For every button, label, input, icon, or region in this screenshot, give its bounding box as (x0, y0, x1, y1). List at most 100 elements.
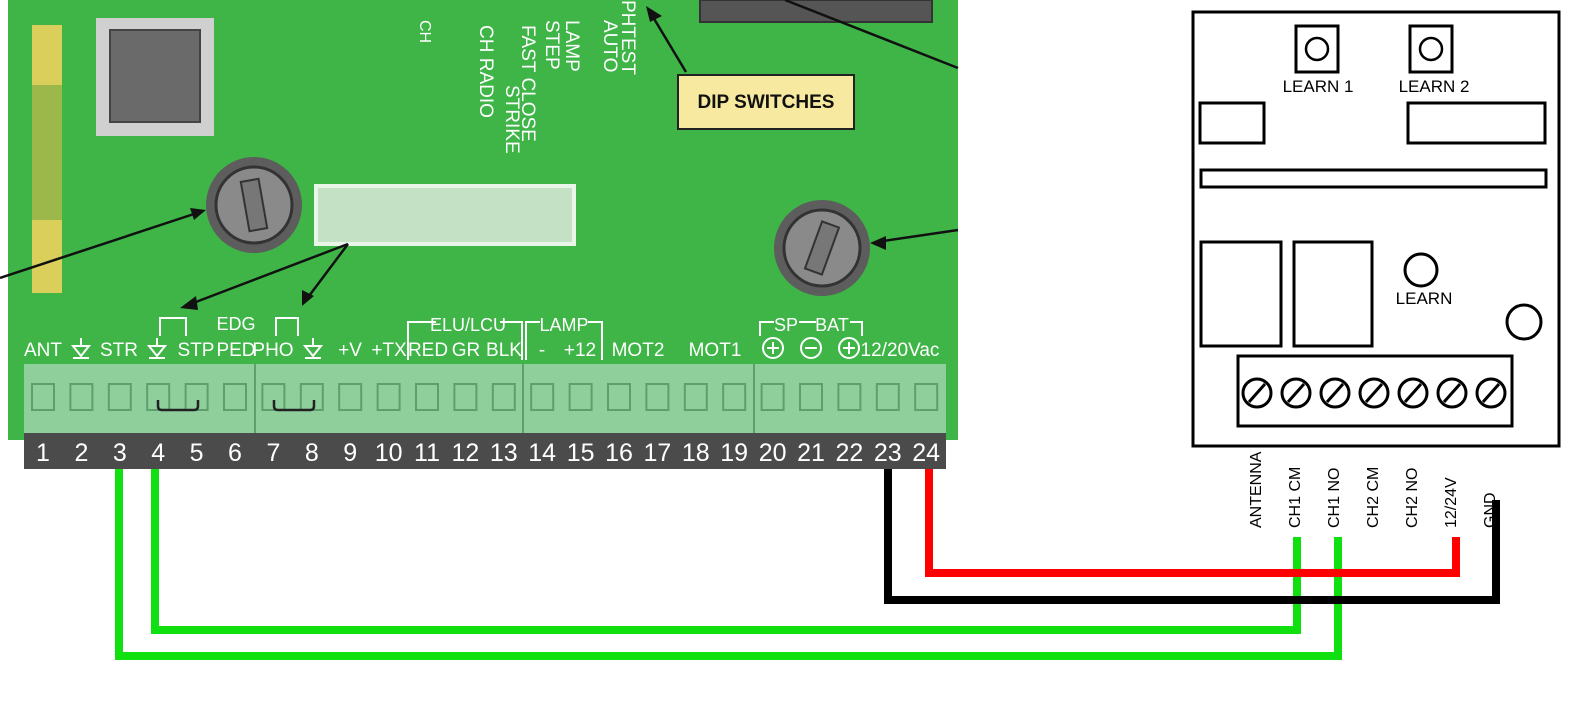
board-ch-label: CH (416, 20, 433, 43)
learn-button[interactable] (1403, 252, 1439, 288)
terminal-label: PED (216, 340, 255, 361)
terminal-screws (31, 383, 939, 411)
receiver-terminal-label: CH1 NO (1326, 468, 1343, 528)
receiver-terminal-label: ANTENNA (1248, 451, 1265, 528)
terminal-number: 8 (305, 439, 319, 467)
potentiometer-right (774, 200, 870, 296)
microcontroller-chip (96, 18, 214, 136)
terminal-screw (184, 383, 209, 411)
learn1-label: LEARN 1 (1283, 77, 1354, 96)
terminal-screw (299, 383, 324, 411)
terminal-screw (799, 383, 823, 411)
dip-label: PHTEST (617, 0, 638, 75)
dip-label: STRIKE (501, 85, 522, 154)
terminal-label: 12/20Vac (861, 340, 940, 361)
terminal-screw (722, 383, 747, 411)
learn2-label: LEARN 2 (1399, 77, 1470, 96)
dip-switches-callout-text: DIP SWITCHES (698, 92, 835, 113)
terminal-number: 13 (490, 439, 518, 467)
ground-icon (146, 338, 168, 359)
receiver-screw (1280, 377, 1312, 409)
terminal-number: 1 (36, 439, 50, 467)
terminal-label: RED (408, 340, 448, 361)
terminal-number: 20 (759, 439, 787, 467)
terminal-number: 9 (343, 439, 357, 467)
bat-label: BAT (815, 315, 849, 335)
potentiometer-left (206, 157, 302, 253)
terminal-number: 12 (451, 439, 479, 467)
ground-icon (302, 338, 324, 359)
wire-23-to-gnd (884, 469, 1500, 604)
receiver-module-strip (1199, 168, 1548, 189)
receiver-terminal-label: CH2 NO (1404, 468, 1421, 528)
terminal-screw (415, 383, 439, 411)
dip-label: STEP (541, 20, 562, 70)
receiver-screw (1436, 377, 1468, 409)
receiver-terminal-label: 12/24V (1443, 477, 1460, 528)
terminal-screw (875, 383, 900, 411)
terminal-number: 14 (528, 439, 556, 467)
terminal-number: 23 (874, 439, 902, 467)
minus-circle-icon (800, 337, 822, 359)
terminal-label: MOT1 (689, 340, 742, 361)
edg-label: EDG (216, 314, 255, 334)
terminal-screw (568, 383, 593, 411)
terminal-label: STR (100, 340, 138, 361)
terminal-screw (914, 383, 939, 411)
terminal-number: 19 (720, 439, 748, 467)
terminal-number: 10 (375, 439, 403, 467)
learn2-button[interactable] (1408, 24, 1454, 74)
terminal-number: 11 (414, 439, 440, 467)
receiver-terminal-label: CH2 CM (1365, 467, 1382, 528)
terminal-number: 4 (151, 439, 165, 467)
receiver-screw (1475, 377, 1507, 409)
terminal-label: +TX (371, 340, 407, 361)
receiver-screw (1358, 377, 1390, 409)
terminal-label: +12 (564, 340, 596, 361)
terminal-number: 16 (605, 439, 633, 467)
plus-circle-icon (838, 337, 860, 359)
terminal-screw (107, 383, 132, 411)
wire-24-to-12-24v (925, 469, 1460, 577)
terminal-screw (683, 383, 708, 411)
terminal-screw (376, 383, 401, 411)
terminal-screw (530, 383, 555, 411)
terminal-label: BLK (486, 340, 522, 361)
terminal-number: 22 (835, 439, 863, 467)
dip-switches-callout: DIP SWITCHES (677, 74, 855, 130)
terminal-number-strip (24, 433, 946, 469)
plus-circle-icon (762, 337, 784, 359)
elu-lcu-label: ELU/LCU (430, 315, 506, 335)
receiver-screw (1241, 377, 1273, 409)
terminal-label: GR (452, 340, 481, 361)
learn-label: LEARN (1396, 289, 1453, 308)
terminal-block (24, 364, 946, 440)
terminal-label: +V (338, 340, 362, 361)
radio-receiver: LEARN 1 LEARN 2 LEARN ANTENNA CH1 CM CH1 N… (1191, 10, 1561, 528)
terminal-screw (69, 383, 94, 411)
receiver-terminal-label: CH1 CM (1287, 467, 1304, 528)
group-labels: EDG ELU/LCU LAMP SP BAT (159, 314, 863, 360)
terminal-label: - (539, 340, 545, 361)
lamp-group-label: LAMP (539, 315, 588, 335)
receiver-component-right (1406, 101, 1547, 145)
terminal-screw (31, 383, 55, 411)
terminal-number: 21 (797, 439, 825, 467)
sp-label: SP (774, 315, 798, 335)
status-led (1505, 303, 1543, 341)
terminal-screw (453, 383, 478, 411)
terminal-label: STP (178, 340, 215, 361)
terminal-number: 2 (74, 439, 88, 467)
dip-label: CH RADIO (475, 25, 496, 118)
ground-icon (70, 338, 92, 359)
terminal-label: PHO (252, 340, 293, 361)
terminal-screw (223, 383, 247, 411)
terminal-number: 15 (567, 439, 595, 467)
learn1-button[interactable] (1294, 24, 1340, 74)
terminal-number: 6 (228, 439, 242, 467)
dip-label: FAST CLOSE (517, 25, 538, 142)
